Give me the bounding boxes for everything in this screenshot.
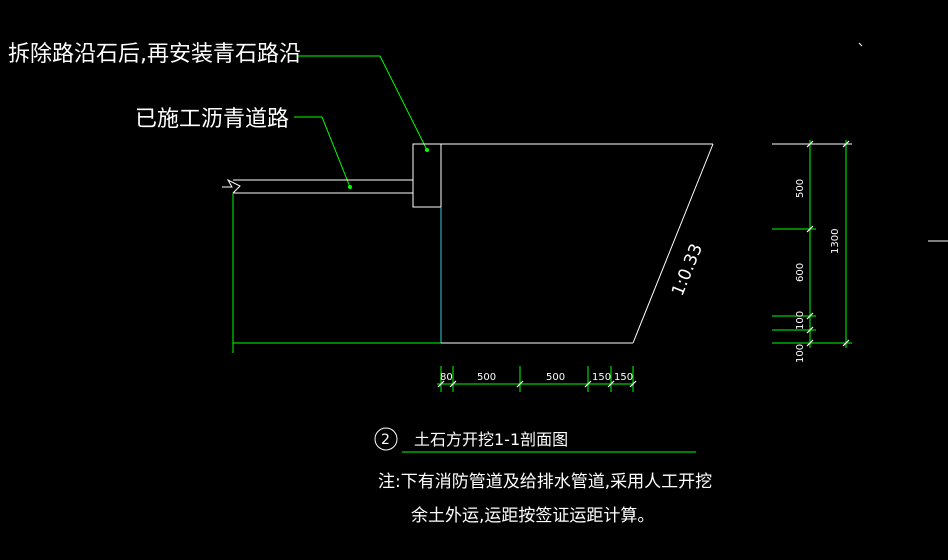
dim-150-b: 150 [614, 372, 633, 383]
asphalt-road-layer [222, 178, 413, 194]
asphalt-note-label: 已施工沥青道路 [135, 107, 289, 132]
curb-leader-dot [425, 148, 429, 152]
dim-150-a: 150 [592, 372, 611, 383]
section-marker-number: 2 [381, 432, 390, 448]
dim-500-b: 500 [546, 372, 565, 383]
curb-leader [298, 55, 428, 151]
excavation-slope [632, 143, 714, 344]
horizontal-dimension-ticks [437, 380, 637, 388]
note-line-2: 余土外运,运距按签证运距计算。 [411, 506, 654, 526]
dim-100-vertical-b: 100 [795, 344, 806, 363]
note-line-1: 注:下有消防管道及给排水管道,采用人工开挖 [378, 472, 712, 492]
dim-80: 80 [440, 372, 453, 383]
asphalt-leader [294, 116, 351, 188]
asphalt-leader-dot [348, 185, 352, 189]
curb-stone [412, 143, 442, 208]
horizontal-dimension-chain [437, 366, 634, 392]
section-marker-circle [374, 427, 398, 451]
dim-500-a: 500 [477, 372, 496, 383]
dim-100-vertical-a: 100 [795, 311, 806, 330]
curb-note-label: 拆除路沿石后,再安装青石路沿 [8, 42, 301, 67]
vertical-dimension-ticks [806, 140, 850, 347]
vertical-dimension-chain [772, 140, 852, 348]
dim-500-vertical: 500 [795, 179, 806, 198]
corner-mark [858, 42, 863, 47]
left-boundary [232, 193, 441, 353]
dim-1300-total: 1300 [830, 229, 841, 254]
dim-600-vertical: 600 [795, 263, 806, 282]
slope-label: 1:0.33 [668, 241, 707, 299]
section-title: 土石方开挖1-1剖面图 [414, 430, 568, 449]
